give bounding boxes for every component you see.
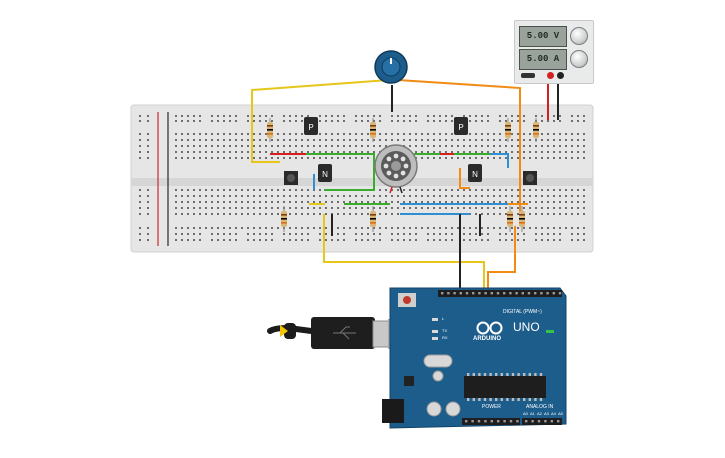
psu-positive-terminal[interactable] <box>547 72 554 79</box>
transistor-label: N <box>472 170 478 179</box>
led-l <box>432 318 438 321</box>
digital-header-label: DIGITAL (PWM~) <box>503 309 542 315</box>
crystal <box>423 354 453 368</box>
wire-black-short[interactable] <box>331 214 481 236</box>
usb-cable[interactable] <box>267 317 406 349</box>
transistor-label: P <box>458 123 463 132</box>
analog-pin-label-a0: A0 <box>523 411 528 416</box>
dc-motor[interactable] <box>374 144 418 194</box>
wire-yellow-top[interactable] <box>251 79 389 163</box>
capacitor <box>445 401 461 417</box>
arduino-uno[interactable] <box>382 287 567 429</box>
power-supply[interactable]: 5.00 V 5.00 A <box>514 20 594 84</box>
capacitor <box>432 370 444 382</box>
barrel-jack[interactable] <box>382 399 404 423</box>
led-tx <box>432 330 438 333</box>
atmega-chip <box>464 376 546 398</box>
arduino-brand-label: ARDUINO <box>473 336 501 342</box>
breadboard[interactable] <box>130 104 594 253</box>
reset-button-cap[interactable] <box>403 296 411 304</box>
usb-symbol-icon <box>333 326 356 340</box>
pushbutton-left[interactable] <box>284 171 298 185</box>
wire-orange-top[interactable] <box>397 79 521 226</box>
wire-green-left[interactable] <box>306 153 375 191</box>
arduino-model-label: UNO <box>513 320 540 334</box>
analog-pin-label-a1: A1 <box>530 411 535 416</box>
current-knob[interactable] <box>570 50 588 68</box>
analog-pin-label-a3: A3 <box>544 411 549 416</box>
breadboard-center-channel <box>131 178 593 186</box>
transistor-n-right[interactable]: N <box>468 164 482 182</box>
transistor-p-right[interactable]: P <box>454 117 468 135</box>
analog-pin-label-a5: A5 <box>558 411 563 416</box>
led-on <box>546 330 554 333</box>
wire-blue-top[interactable] <box>490 153 509 168</box>
analog-header[interactable] <box>522 418 562 425</box>
arduino-logo-icon <box>476 321 503 335</box>
current-display: 5.00 A <box>519 49 567 70</box>
resistors[interactable] <box>267 118 539 232</box>
wire-orange-short[interactable] <box>459 168 470 189</box>
psu-negative-terminal[interactable] <box>557 72 564 79</box>
power-header-label: POWER <box>482 404 501 410</box>
psu-switch[interactable] <box>521 73 535 78</box>
wire-orange-to-arduino[interactable] <box>487 226 516 292</box>
transistor-label: N <box>322 170 328 179</box>
digital-header[interactable] <box>438 290 562 297</box>
capacitor <box>426 401 442 417</box>
voltage-regulator <box>404 376 414 386</box>
led-label-l: L <box>442 316 445 321</box>
wire-blue-bottom[interactable] <box>400 203 508 215</box>
voltage-display: 5.00 V <box>519 26 567 47</box>
analog-header-label: ANALOG IN <box>526 404 554 410</box>
led-label-rx: RX <box>442 335 448 340</box>
transistor-n-left[interactable]: N <box>318 164 332 182</box>
led-rx <box>432 337 438 340</box>
analog-pin-label-a4: A4 <box>551 411 556 416</box>
transistor-p-left[interactable]: P <box>304 117 318 135</box>
led-label-tx: TX <box>442 328 448 333</box>
transistor-label: P <box>308 123 313 132</box>
analog-pin-label-a2: A2 <box>537 411 542 416</box>
pushbutton-right[interactable] <box>523 171 537 185</box>
potentiometer[interactable] <box>374 50 408 84</box>
voltage-knob[interactable] <box>570 27 588 45</box>
wire-yellow-to-arduino[interactable] <box>323 214 485 292</box>
